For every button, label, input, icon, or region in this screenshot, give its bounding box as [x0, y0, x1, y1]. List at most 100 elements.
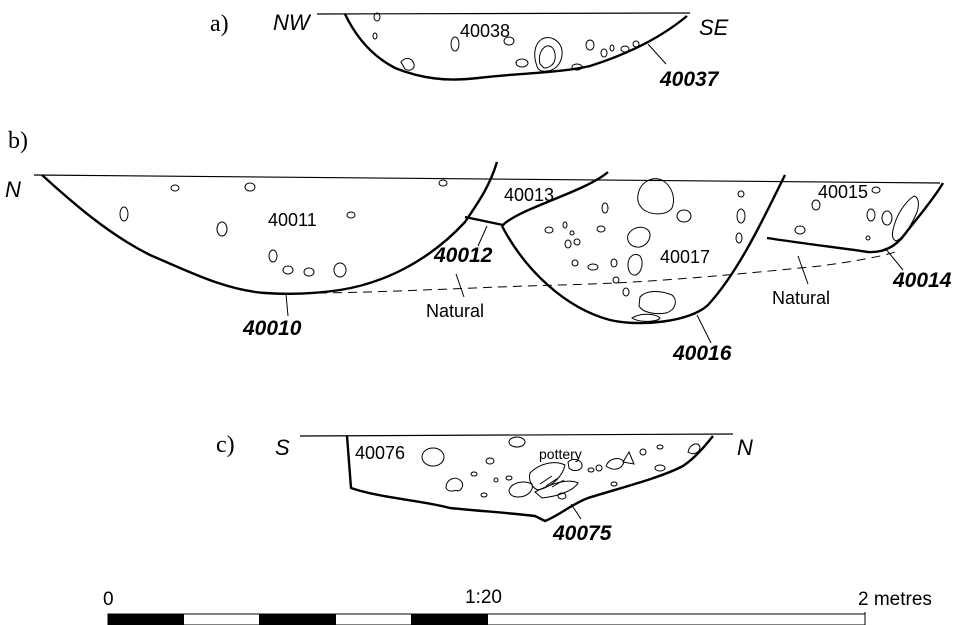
stone — [627, 253, 643, 276]
stone — [736, 208, 746, 224]
scale-bar-ratio-label: 1:20 — [465, 587, 502, 608]
stone — [400, 57, 415, 71]
stone — [450, 36, 460, 52]
stone — [610, 258, 618, 268]
panel-b-natural-label-1: Natural — [426, 301, 484, 321]
stone — [534, 37, 563, 72]
stone — [737, 190, 745, 198]
panel-b-stones — [119, 178, 919, 322]
stone — [119, 206, 129, 222]
stone — [372, 32, 378, 40]
panel-b-cut-label-40010: 40010 — [242, 317, 302, 340]
stone — [605, 458, 625, 470]
stone — [480, 492, 488, 498]
panel-b-cut-label-40016: 40016 — [672, 342, 732, 365]
panel-b-cut-40016-leader — [696, 314, 712, 344]
panel-a-ground-surface — [316, 12, 691, 15]
stone — [346, 211, 356, 219]
panel-b-cut-40014 — [766, 182, 945, 254]
stone — [609, 44, 615, 52]
panel-c-cut-edge — [345, 435, 714, 523]
panel-b-cut-40012-leader — [477, 225, 488, 247]
stone — [445, 477, 464, 492]
stone — [544, 226, 554, 234]
panel-b-cut-label-40014: 40014 — [892, 269, 952, 292]
stone — [637, 178, 675, 215]
stone — [333, 262, 347, 278]
stone — [654, 464, 666, 472]
panel-c-stones — [421, 436, 701, 500]
scale-bar-segment — [108, 614, 184, 625]
stone — [562, 221, 568, 229]
panel-a: a) NW SE 40038 40037 — [210, 10, 729, 91]
panel-b-label: b) — [8, 128, 28, 154]
stone — [244, 182, 256, 192]
scale-bar-end-label: 2 metres — [858, 589, 932, 610]
panel-a-cut-leader — [647, 43, 667, 65]
stone — [600, 48, 608, 58]
stone — [538, 45, 556, 69]
stone — [866, 208, 876, 222]
panel-b-ground-surface — [33, 174, 941, 184]
stone — [557, 492, 567, 500]
panel-c-cut-label: 40075 — [552, 522, 612, 545]
stone — [676, 209, 692, 223]
panel-b-cut-40014-leader — [884, 247, 904, 271]
stone — [627, 226, 651, 248]
panel-b-natural-leader-2 — [797, 255, 809, 285]
pottery-sherd — [529, 462, 566, 491]
scale-bar-start-label: 0 — [103, 589, 114, 610]
stone — [620, 45, 630, 53]
panel-c-fill-label: 40076 — [355, 443, 405, 463]
stone — [601, 202, 609, 214]
stone — [567, 459, 583, 471]
stone — [735, 232, 743, 244]
stone — [170, 184, 180, 192]
stone — [585, 39, 595, 51]
stone — [871, 186, 881, 194]
stone — [596, 225, 606, 233]
stone — [564, 239, 572, 249]
panel-b-natural-boundary — [317, 251, 896, 294]
stone — [794, 225, 806, 235]
stone — [573, 238, 581, 246]
panel-c-cut-leader — [570, 503, 582, 520]
stone — [622, 287, 630, 297]
stone — [571, 63, 583, 71]
panel-b-cut-40010 — [41, 161, 499, 295]
stone — [811, 199, 821, 211]
panel-c-orientation-left: S — [275, 435, 290, 460]
panel-c-label: c) — [216, 432, 235, 458]
panel-b-cut-label-40012: 40012 — [433, 244, 493, 267]
panel-a-cut-label: 40037 — [659, 68, 720, 91]
panel-c: c) S N — [216, 432, 753, 545]
stone — [881, 210, 893, 226]
panel-a-orientation-left: NW — [273, 10, 312, 35]
panel-b-cut-40012 — [464, 171, 609, 227]
panel-a-stones — [372, 12, 640, 72]
panel-c-orientation-right: N — [737, 435, 753, 460]
stone — [438, 179, 448, 187]
stone — [421, 447, 445, 467]
stone — [587, 263, 599, 271]
stone — [638, 291, 676, 315]
panel-b-cut-40016 — [500, 174, 787, 325]
panel-c-find-label: pottery — [539, 446, 582, 462]
stone — [610, 481, 618, 487]
panel-b-orientation-left: N — [5, 177, 21, 202]
stone — [622, 450, 635, 465]
panel-a-orientation-right: SE — [699, 15, 729, 40]
stone — [656, 444, 664, 450]
pottery-sherd — [508, 481, 533, 498]
stone — [268, 249, 278, 263]
scale-bar: 0 1:20 2 metres — [103, 587, 932, 625]
panel-b-fill-40015: 40015 — [818, 182, 868, 202]
stone — [632, 40, 640, 48]
stone — [515, 58, 529, 68]
stone — [569, 230, 575, 236]
stone — [612, 276, 620, 284]
stone — [282, 265, 294, 275]
stone — [865, 235, 871, 241]
panel-b-fill-40013: 40013 — [504, 185, 554, 205]
